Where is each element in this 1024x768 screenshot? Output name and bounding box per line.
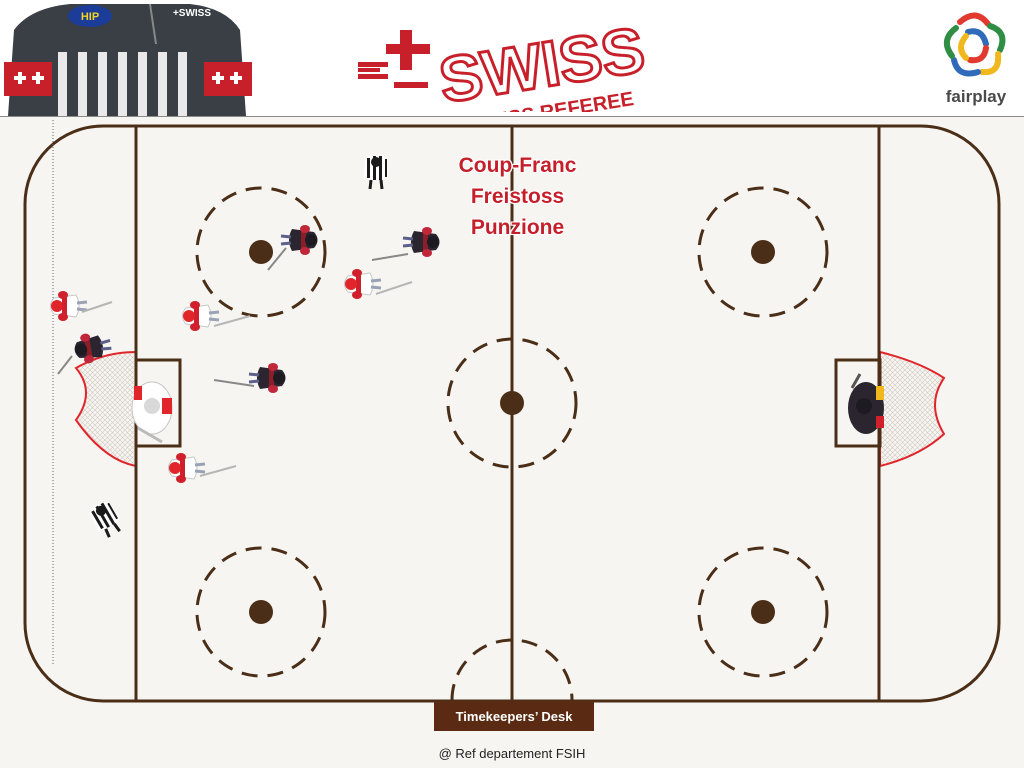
referee-bottom [85, 496, 127, 542]
home-player-1 [49, 289, 113, 323]
jersey-sponsor-text: HIP [81, 11, 99, 23]
play-line-italian: Punzione [470, 216, 565, 239]
swiss-referee-logo: SWISS SWISS REFEREE [350, 4, 700, 136]
away-player-3 [371, 225, 441, 261]
referee-top [362, 153, 390, 191]
faceoff-dot-top-right [751, 240, 775, 264]
faceoff-dot-top-left [249, 240, 273, 264]
jersey-brand-text: +SWISS [173, 8, 211, 19]
referee-crease-arc [450, 638, 574, 701]
referee-jersey-image: HIP +SWISS [0, 0, 256, 116]
faceoff-dot-bottom-left [249, 600, 273, 624]
faceoff-circle-bottom-left [195, 546, 327, 678]
faceoff-dot-bottom-right [751, 600, 775, 624]
faceoff-circle-top-left [195, 186, 327, 318]
play-call-text: Coup-Franc Freistoss Punzione [420, 150, 615, 243]
home-player-3 [343, 267, 413, 301]
faceoff-circle-top-right [697, 186, 829, 318]
right-goal-crease [879, 350, 946, 468]
away-player-2 [267, 223, 319, 271]
faceoff-circle-bottom-right [697, 546, 829, 678]
faceoff-circle-center [446, 337, 578, 469]
header-banner: HIP +SWISS SWISS SWISS REFEREE [0, 0, 1024, 136]
away-player-4 [213, 361, 287, 395]
goalie-right [848, 373, 884, 434]
fairplay-text: fairplay [946, 87, 1007, 106]
fairplay-logo-icon: fairplay [930, 2, 1020, 112]
home-player-4 [167, 451, 237, 485]
footer-credit: @ Ref departement FSIH [438, 746, 586, 761]
timekeepers-desk-label: Timekeepers’ Desk [434, 701, 594, 731]
faceoff-dot-center [500, 391, 524, 415]
swiss-cross-logo-icon [358, 30, 430, 88]
left-goal-crease [74, 350, 137, 468]
play-line-german: Freistoss [470, 185, 565, 208]
away-player-1 [57, 328, 115, 375]
play-line-french: Coup-Franc [458, 154, 577, 177]
home-player-2 [181, 299, 251, 333]
goalie-left [131, 381, 173, 444]
